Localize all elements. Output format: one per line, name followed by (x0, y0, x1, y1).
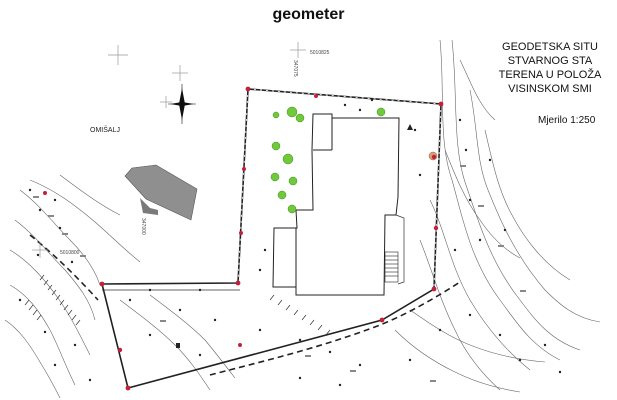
main-building (272, 113, 400, 296)
grid-label-left-y: 5010800 (60, 250, 80, 256)
boundary-marker-icon (431, 286, 437, 292)
hatched-strips (24, 274, 331, 336)
boundary-marker-icon (242, 167, 246, 171)
parcel-boundary-dashed-right (433, 103, 442, 290)
road-outlines (29, 234, 461, 376)
grid-label-top-y: 5010825 (310, 50, 330, 56)
elevation-ticks (33, 165, 526, 382)
boundary-marker-icon (125, 385, 131, 391)
grid-crosses (32, 42, 306, 258)
parcel-boundary (100, 88, 442, 389)
tree-icon (287, 204, 297, 214)
tree-icon (270, 172, 280, 182)
grid-label-top-x: 347075 (292, 60, 298, 77)
boundary-marker-icon (99, 281, 105, 287)
neighbor-building (124, 164, 198, 221)
trees (270, 106, 386, 214)
parcel-boundary-dashed-left (237, 88, 249, 284)
boundary-marker-icon (43, 191, 47, 195)
boundary-marker-icon (239, 231, 243, 235)
utility-symbol (176, 343, 180, 348)
scale-label: Mjerilo 1:250 (538, 115, 596, 126)
title-line-3: TERENA U POLOŽA (498, 69, 602, 81)
tree-icon (376, 107, 386, 117)
tree-icon (272, 111, 280, 119)
tree-icon (288, 176, 298, 186)
survey-points (18, 98, 562, 387)
tree-icon (282, 153, 294, 165)
map-title: GEODETSKA SITU STVARNOG STA TERENA U POL… (470, 40, 617, 96)
brand-title: geometer (272, 6, 345, 23)
parcel-boundary-dashed (247, 88, 442, 105)
grid-label-left-x: 347000 (140, 218, 146, 235)
boundary-marker-icon (235, 280, 241, 286)
boundary-marker-icon (379, 317, 385, 323)
neighbor-building-part (140, 198, 158, 215)
tree-icon (295, 113, 305, 123)
utility-symbol (407, 124, 413, 130)
boundary-marker-icon (245, 86, 251, 92)
inner-wall (395, 214, 405, 285)
place-label: OMIŠALJ (90, 127, 120, 134)
north-arrow-icon (168, 84, 196, 124)
boundary-marker-icon (117, 347, 123, 353)
title-line-4: VISINSKOM SMI (508, 83, 592, 95)
tree-icon (271, 141, 281, 151)
tree-icon (277, 190, 287, 200)
building-stairs (384, 251, 399, 283)
boundary-marker-icon (433, 225, 439, 231)
contour-lines-left (4, 174, 236, 399)
tree-icon (286, 106, 298, 118)
title-line-2: STVARNOG STA (507, 55, 593, 67)
title-line-1: GEODETSKA SITU (502, 41, 598, 53)
boundary-markers (43, 86, 444, 391)
boundary-marker-icon (431, 154, 437, 160)
boundary-marker-icon (238, 343, 242, 347)
boundary-marker-icon (438, 101, 444, 107)
boundary-marker-icon (314, 94, 318, 98)
